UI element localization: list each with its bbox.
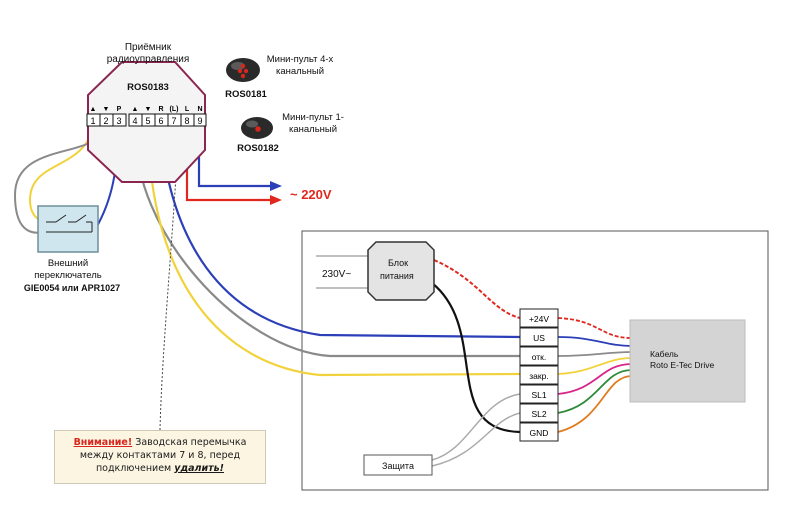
switch-title-2: переключатель	[34, 270, 101, 281]
cable-label-2: Roto E-Tec Drive	[650, 360, 715, 370]
power-label: ~ 220V	[290, 187, 332, 202]
arrow-220v-red	[270, 195, 282, 205]
wire-cable-magenta	[557, 363, 633, 395]
terminal-number: 4	[132, 116, 137, 126]
cable-label-1: Кабель	[650, 349, 679, 359]
terminal-number: 7	[171, 116, 176, 126]
remote-1ch-title-2: канальный	[289, 124, 337, 135]
wire-cable-yellow	[557, 357, 633, 375]
drive-terminal	[519, 422, 559, 442]
drive-terminal	[519, 403, 559, 423]
drive-terminal-label: SL2	[531, 409, 546, 419]
psu-input-label: 230V~	[322, 269, 351, 280]
wire-switch-yellow	[28, 125, 94, 223]
switch-title-1: Внешний	[48, 258, 88, 269]
terminal-mark-p: P	[117, 106, 122, 113]
terminal-mark-up: ▲	[90, 106, 97, 113]
wire-cable-orange	[557, 375, 633, 433]
remote-1ch-title-1: Мини-пульт 1-	[282, 112, 344, 123]
wire-psu-24v-red	[433, 259, 521, 319]
wire-protect-1	[431, 393, 521, 461]
terminal-mark-n: N	[197, 106, 202, 113]
terminal-number: 2	[103, 116, 108, 126]
arrow-220v-blue	[270, 181, 282, 191]
jumper-pointer	[159, 141, 179, 431]
receiver-title-2: радиоуправления	[107, 54, 190, 65]
terminal-mark-r: R	[158, 106, 163, 113]
terminal-mark-l-paren: (L)	[170, 106, 179, 113]
cable-box	[629, 319, 746, 403]
terminal-group-1	[86, 113, 127, 127]
protection-box	[363, 454, 433, 476]
switch-models: GIE0054 или APR1027	[24, 283, 120, 293]
terminal-number: 9	[197, 116, 202, 126]
drive-terminal-label: SL1	[531, 390, 546, 400]
drive-terminal	[519, 327, 559, 347]
terminal-mark-up: ▲	[132, 106, 139, 113]
drive-terminal	[519, 365, 559, 385]
drive-terminal-label: закр.	[529, 371, 548, 381]
wire-cable-gray	[557, 351, 633, 357]
drive-terminal-label: US	[533, 333, 545, 343]
drive-terminal-block: +24V US отк. закр. SL1 SL2 GND	[519, 308, 559, 442]
jumper-warning-note: Внимание! Заводская перемычка между конт…	[54, 430, 266, 484]
terminal-mark-down: ▼	[103, 106, 110, 113]
note-line-2: между контактами 7 и 8, перед	[79, 450, 241, 461]
receiver-terminal-block: 1 2 3 4 5 6 7 8 9 ▲ ▼ P ▲ ▼ R (L) L N	[86, 106, 207, 127]
note-action: удалить!	[174, 463, 225, 474]
drive-terminal-label: GND	[530, 428, 549, 438]
note-line-1: Внимание! Заводская перемычка	[61, 436, 259, 449]
psu-label-2: питания	[380, 271, 414, 281]
remote-4ch-title-1: Мини-пульт 4-х	[267, 54, 334, 65]
terminal-number: 5	[145, 116, 150, 126]
remote-4ch-model: ROS0181	[225, 89, 267, 100]
terminal-mark-l: L	[185, 106, 190, 113]
note-text-1: Заводская перемычка	[135, 437, 247, 448]
receiver-title-1: Приёмник	[125, 42, 172, 53]
terminal-number: 8	[184, 116, 189, 126]
wire-cable-blue	[557, 336, 633, 347]
drive-terminal-label: отк.	[532, 352, 547, 362]
terminal-number: 6	[158, 116, 163, 126]
terminal-number: 3	[116, 116, 121, 126]
note-warning: Внимание!	[73, 437, 133, 448]
terminal-number: 1	[90, 116, 95, 126]
receiver-model: ROS0183	[127, 82, 169, 93]
drive-terminal	[519, 346, 559, 366]
switch-box	[37, 205, 99, 253]
psu-label-1: Блок	[388, 258, 408, 268]
wire-psu-gnd-black	[431, 282, 521, 434]
drive-terminal	[519, 384, 559, 404]
wire-cable-red	[557, 317, 633, 339]
note-text-3: подключением	[95, 463, 172, 474]
drive-terminal	[519, 308, 559, 328]
switch-contacts-icon	[46, 214, 93, 233]
remote-4ch-title-2: канальный	[276, 66, 324, 77]
remote-4ch-icon	[226, 58, 260, 82]
terminal-mark-down: ▼	[145, 106, 152, 113]
wire-protect-2	[431, 412, 521, 467]
drive-terminal-label: +24V	[529, 314, 549, 324]
remote-1ch-model: ROS0182	[237, 143, 279, 154]
wire-close-yellow	[146, 125, 521, 377]
system-frame	[301, 230, 769, 491]
protection-label: Защита	[382, 461, 414, 471]
psu-body	[367, 241, 435, 301]
remote-1ch-icon	[241, 117, 273, 139]
wire-cable-green	[557, 369, 633, 414]
note-line-3: подключением удалить!	[61, 462, 259, 475]
